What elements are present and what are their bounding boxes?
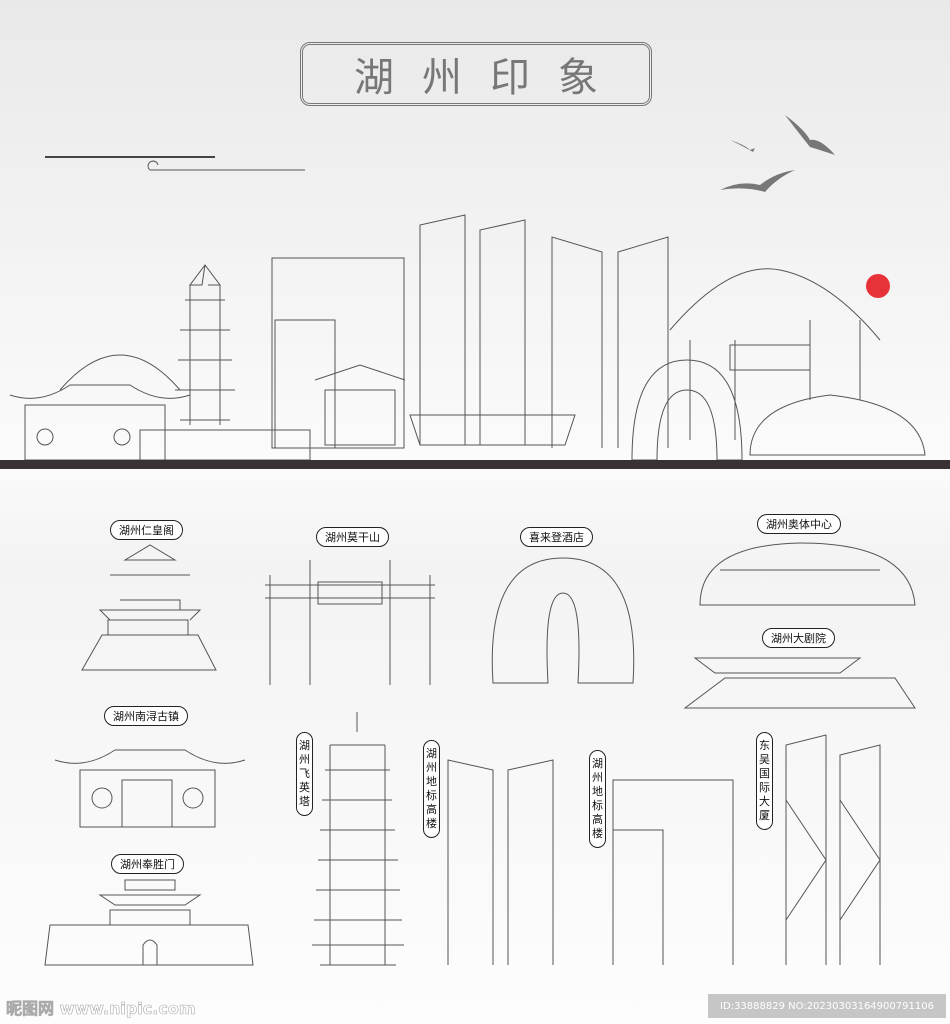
decor-lines <box>45 156 305 171</box>
label-theatre: 湖州大剧院 <box>762 628 835 648</box>
label-dongwu: 东吴国际大厦 <box>756 732 773 830</box>
hills <box>59 268 881 391</box>
top-skyline <box>9 214 926 461</box>
label-moganshan: 湖州莫干山 <box>316 527 389 547</box>
label-renhuang: 湖州仁皇阁 <box>110 520 183 540</box>
label-fengsheng: 湖州奉胜门 <box>111 854 184 874</box>
ground-strip <box>0 460 950 469</box>
label-landmark-1: 湖州地标高楼 <box>423 740 440 838</box>
label-sheraton: 喜来登酒店 <box>520 527 593 547</box>
watermark-logo: 昵图网 www.nipic.com <box>6 999 196 1019</box>
sun-icon <box>866 274 890 298</box>
landmark-drawings <box>44 542 916 966</box>
page-title: 湖州印象 <box>300 42 652 106</box>
label-feiying: 湖州飞英塔 <box>296 732 313 816</box>
label-landmark-2: 湖州地标高楼 <box>589 750 606 848</box>
birds-icon <box>720 115 835 192</box>
watermark-id: ID:33888829 NO:20230303164900791106 <box>708 994 946 1018</box>
label-olympic: 湖州奥体中心 <box>757 514 841 534</box>
label-nanxun: 湖州南浔古镇 <box>104 706 188 726</box>
